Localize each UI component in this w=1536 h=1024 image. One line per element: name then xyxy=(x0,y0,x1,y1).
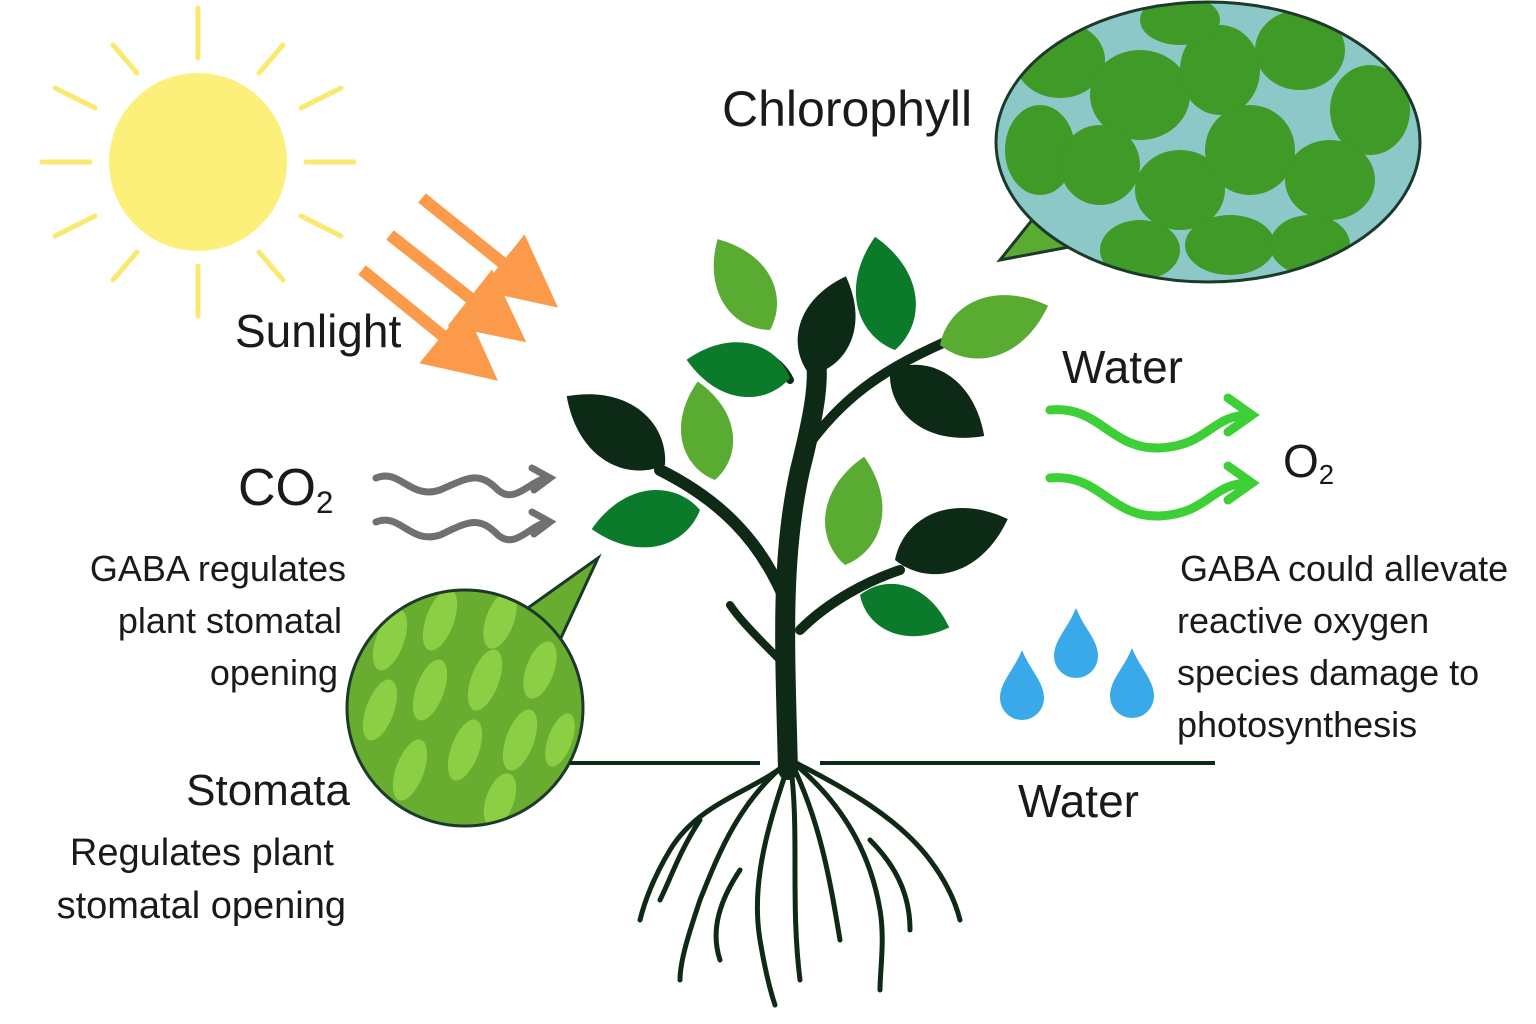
o2-subscript: 2 xyxy=(1318,458,1335,490)
chlorophyll-bubble xyxy=(994,0,1422,284)
gaba-right-line-1: GABA could allevate xyxy=(1180,548,1509,589)
stomata-desc-line-2: stomatal opening xyxy=(56,885,346,927)
gaba-left-line-2: plant stomatal xyxy=(117,600,342,641)
o2-arrows-icon xyxy=(1045,393,1260,521)
gaba-left-line-1: GABA regulates xyxy=(89,548,346,589)
co2-subscript: 2 xyxy=(316,484,334,520)
roots-icon xyxy=(637,757,963,1008)
sunlight-label: Sunlight xyxy=(235,305,402,357)
water-top-label: Water xyxy=(1062,341,1183,393)
co2-arrows-icon xyxy=(372,464,557,544)
water-drops-icon xyxy=(1000,608,1154,720)
gaba-right-line-3: species damage to xyxy=(1177,652,1480,693)
gaba-right-line-4: photosynthesis xyxy=(1177,704,1418,745)
gaba-left-line-3: opening xyxy=(209,652,338,693)
chlorophyll-label: Chlorophyll xyxy=(722,81,973,137)
stomata-label: Stomata xyxy=(186,766,350,815)
stomata-bubble xyxy=(345,553,602,828)
co2-text: CO xyxy=(238,459,316,517)
gaba-right-line-2: reactive oxygen xyxy=(1177,600,1430,641)
o2-label: O2 xyxy=(1283,438,1334,488)
water-bottom-label: Water xyxy=(1018,775,1139,827)
o2-text: O xyxy=(1283,435,1319,487)
co2-label: CO2 xyxy=(238,462,333,518)
stomata-desc-line-1: Regulates plant xyxy=(69,832,334,874)
sunlight-arrows-icon xyxy=(358,193,559,381)
sun-icon xyxy=(39,5,357,319)
